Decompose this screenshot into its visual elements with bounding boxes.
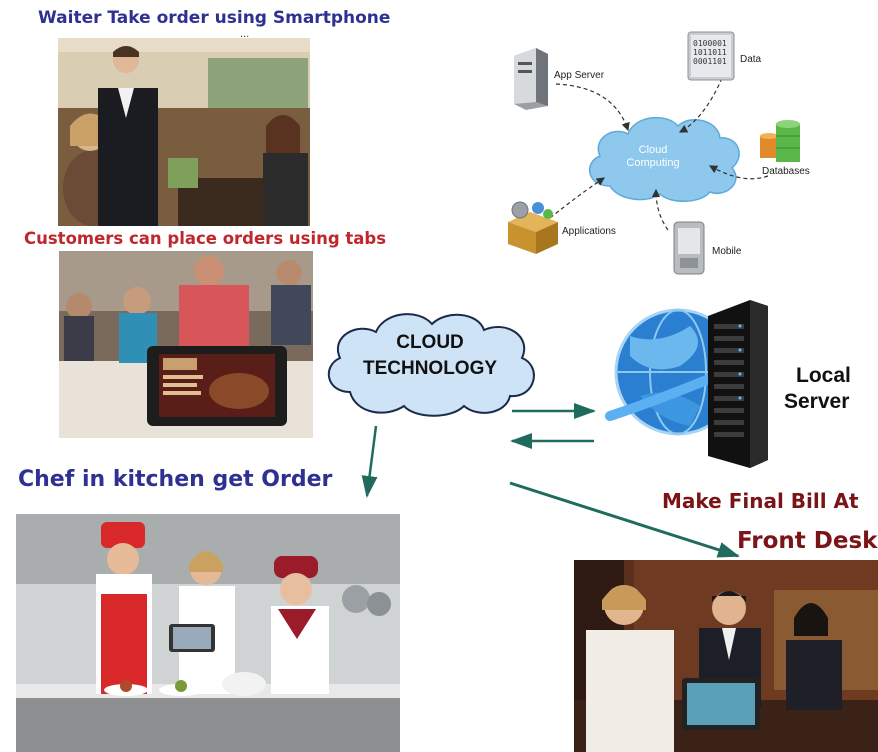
chef-kitchen-photo xyxy=(16,514,400,752)
cloud-computing-label-line2: Computing xyxy=(626,157,680,169)
mobile-label: Mobile xyxy=(712,246,742,257)
cloud-shape-icon xyxy=(327,313,535,417)
customers-tablet-photo xyxy=(59,251,313,438)
customers-caption: Customers can place orders using tabs xyxy=(24,229,387,248)
data-bits-row: 1011011 xyxy=(693,48,727,57)
databases-label: Databases xyxy=(762,166,810,177)
front-desk-photo xyxy=(574,560,878,752)
data-bits-row: 0001101 xyxy=(693,57,727,66)
chef-caption: Chef in kitchen get Order xyxy=(18,467,333,492)
databases-icon xyxy=(760,120,800,162)
waiter-caption: Waiter Take order using Smartphone xyxy=(38,8,391,28)
local-server-graphic: Local Server xyxy=(600,296,870,474)
server-rack-icon xyxy=(708,300,768,468)
app-server-icon xyxy=(514,48,548,110)
ellipsis-text: ... xyxy=(240,28,250,40)
waiter-photo xyxy=(58,38,310,226)
cloud-technology-line1: CLOUD xyxy=(396,332,464,353)
final-bill-caption-line1: Make Final Bill At xyxy=(662,489,859,513)
cloud-technology-bubble: CLOUD TECHNOLOGY xyxy=(318,306,542,420)
cloud-computing-diagram: 0100001 1011011 0001101 Cloud Computing … xyxy=(500,26,830,282)
data-label: Data xyxy=(740,54,762,65)
cloud-computing-shape xyxy=(588,116,740,202)
local-server-line1: Local xyxy=(796,364,851,387)
mobile-phone-icon xyxy=(673,221,705,275)
local-server-line2: Server xyxy=(784,390,850,413)
applications-label: Applications xyxy=(562,226,616,237)
data-bits-text: 0100001 1011011 0001101 xyxy=(693,39,727,66)
data-bits-row: 0100001 xyxy=(693,39,727,48)
final-bill-caption-line2: Front Desk xyxy=(737,528,878,554)
arrow-to-kitchen xyxy=(361,425,378,498)
applications-box-icon xyxy=(508,201,558,254)
cloud-computing-label-line1: Cloud xyxy=(638,144,668,156)
app-server-label: App Server xyxy=(554,70,605,81)
cloud-technology-line2: TECHNOLOGY xyxy=(362,358,498,379)
data-document-icon xyxy=(687,31,735,81)
